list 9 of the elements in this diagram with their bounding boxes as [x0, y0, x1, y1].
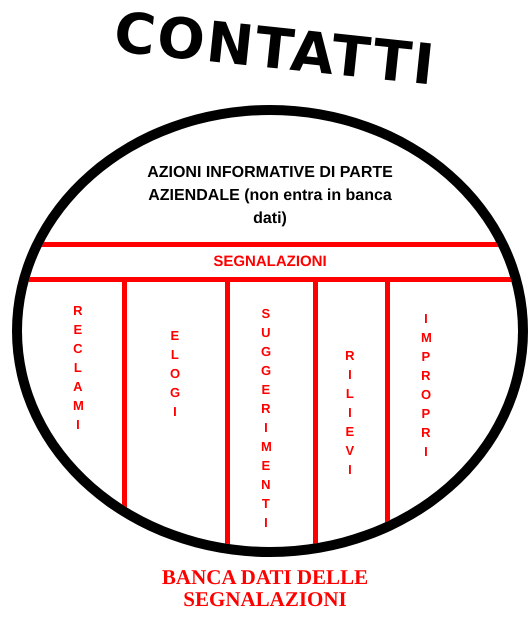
title: CONTATTI [110, 0, 440, 100]
column-label: RILIEVI [345, 347, 355, 479]
band-label: SEGNALAZIONI [213, 252, 327, 272]
heading-text: AZIONI INFORMATIVE DI PARTE AZIENDALE (non entra in banca dati) [146, 163, 394, 229]
caption: BANCA DATI DELLE SEGNALAZIONI [160, 566, 370, 610]
column-label: RECLAMI [73, 302, 83, 434]
column-label: SUGGERIMENTI [261, 305, 271, 532]
column-label: IMPROPRI [421, 310, 431, 461]
column-label: ELOGI [170, 327, 180, 421]
